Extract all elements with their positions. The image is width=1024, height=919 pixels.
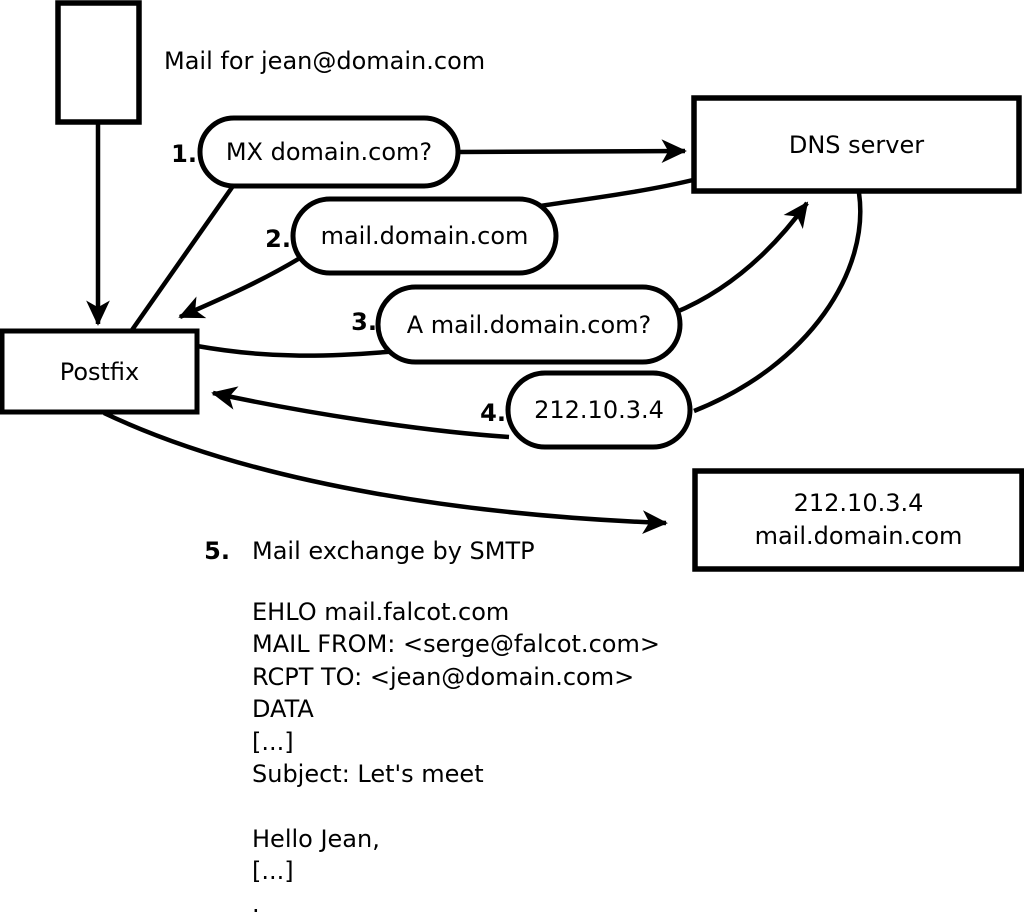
line-dns-to-answer4 bbox=[693, 192, 863, 414]
step-1-number: 1. bbox=[171, 140, 197, 168]
postfix-label: Postfix bbox=[59, 357, 140, 386]
arrow-query3-to-dns bbox=[673, 201, 809, 316]
step-2-number: 2. bbox=[265, 225, 291, 253]
arrow-postfix-to-destination bbox=[103, 410, 668, 534]
mail-message-node bbox=[55, 0, 142, 125]
mail-note-label: Mail for jean@domain.com bbox=[164, 47, 486, 75]
pill-query-a bbox=[375, 284, 683, 365]
line-postfix-to-query3 bbox=[196, 343, 399, 358]
postfix-node bbox=[0, 328, 200, 415]
destination-server-node bbox=[692, 468, 1024, 572]
pill-answer-a bbox=[505, 370, 693, 450]
line-postfix-to-query1 bbox=[130, 184, 235, 332]
line-dns-to-answer2 bbox=[539, 176, 698, 209]
arrow-answer4-to-postfix bbox=[211, 386, 510, 440]
destination-ip: 212.10.3.4 bbox=[793, 489, 924, 517]
pill-query-mx bbox=[197, 115, 461, 189]
arrow-answer2-to-postfix bbox=[178, 256, 302, 320]
destination-hostname: mail.domain.com bbox=[754, 522, 963, 550]
step-3-number: 3. bbox=[351, 308, 377, 336]
step-5-number: 5. bbox=[204, 537, 230, 565]
answer-a-label: 212.10.3.4 bbox=[534, 396, 664, 424]
query-a-label: A mail.domain.com? bbox=[406, 310, 652, 339]
query-mx-label: MX domain.com? bbox=[225, 138, 433, 166]
answer-mx-label: mail.domain.com bbox=[320, 222, 529, 250]
pill-answer-mx bbox=[290, 196, 559, 276]
arrow-query1-to-dns bbox=[457, 139, 687, 163]
smtp-session-text: EHLO mail.falcot.com MAIL FROM: <serge@f… bbox=[252, 598, 660, 918]
dns-server-label: DNS server bbox=[788, 130, 925, 159]
step-4-number: 4. bbox=[480, 399, 506, 427]
dns-server-node bbox=[691, 95, 1022, 194]
step-5-label: Mail exchange by SMTP bbox=[252, 537, 535, 565]
destination-label: 212.10.3.4 mail.domain.com bbox=[695, 471, 1022, 569]
